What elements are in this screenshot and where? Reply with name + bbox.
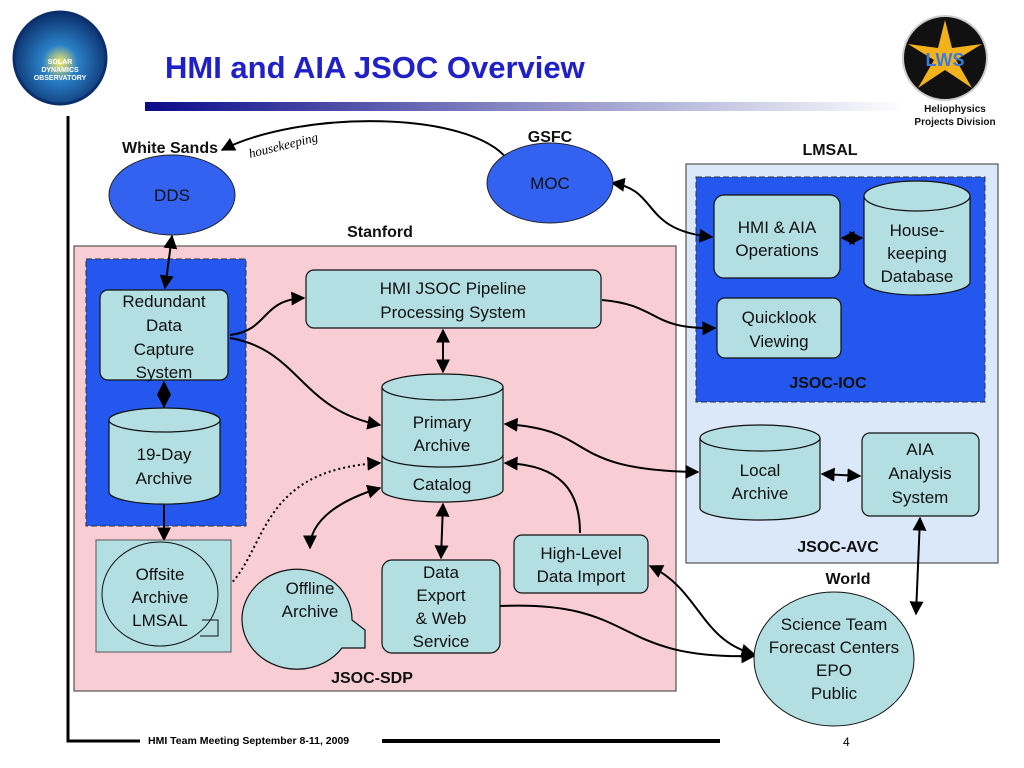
label-jsoc-ioc: JSOC-IOC (789, 375, 867, 392)
node-label: Forecast Centers (769, 638, 899, 657)
edge-catalog-offline (303, 484, 382, 550)
node-label: Data (146, 316, 182, 335)
node-label: keeping (887, 244, 947, 263)
node-label: Offsite (136, 565, 185, 584)
slide-frame-line (66, 116, 140, 743)
node-label: Data (423, 563, 459, 582)
lws-logo: LWS (902, 15, 988, 101)
node-label: DDS (154, 186, 190, 205)
label-world: World (825, 571, 870, 588)
node-label: Analysis (888, 464, 951, 483)
svg-text:OBSERVATORY: OBSERVATORY (34, 75, 87, 82)
node-offsite-archive: Offsite Archive LMSAL (95, 539, 232, 653)
node-label: Offline (286, 579, 335, 598)
edge-moc-ops (610, 177, 714, 243)
label-stanford: Stanford (347, 224, 413, 241)
node-label: Archive (132, 588, 189, 607)
node-label: 19-Day (137, 445, 192, 464)
node-label: Capture (134, 340, 194, 359)
node-label: Processing System (380, 303, 526, 322)
node-label: Archive (732, 484, 789, 503)
node-label: System (892, 488, 949, 507)
node-label: HMI JSOC Pipeline (380, 279, 526, 298)
edge-housekeeping (220, 120, 509, 161)
node-primary-archive: Primary Archive Catalog (381, 373, 504, 503)
node-label: Public (811, 684, 858, 703)
node-label: System (136, 363, 193, 382)
node-label: LMSAL (132, 611, 188, 630)
node-label: Database (881, 267, 954, 286)
node-moc: MOC (486, 142, 614, 224)
edge-primary-local (503, 417, 700, 479)
node-label: Archive (282, 602, 339, 621)
node-redundant-data-capture: Redundant Data Capture System (99, 289, 229, 382)
node-aia-analysis: AIA Analysis System (861, 432, 980, 517)
slide-title: HMI and AIA JSOC Overview (165, 50, 586, 85)
node-housekeeping-database: House- keeping Database (863, 180, 971, 296)
edge-dds-redundant (159, 234, 178, 290)
node-high-level-data-import: High-Level Data Import (513, 534, 649, 594)
edge-pipeline-quicklook (601, 299, 717, 336)
node-label: Data Import (537, 567, 626, 586)
node-catalog: Catalog (413, 475, 472, 494)
node-label: AIA (906, 440, 934, 459)
label-jsoc-sdp: JSOC-SDP (331, 670, 413, 687)
division-line-2: Projects Division (914, 117, 995, 128)
node-label: Viewing (749, 332, 808, 351)
node-label: Operations (735, 241, 818, 260)
sdo-logo: SOLAR DYNAMICS OBSERVATORY (12, 10, 108, 106)
svg-text:SOLAR: SOLAR (48, 59, 73, 66)
node-dds: DDS (108, 154, 236, 236)
node-label: High-Level (540, 544, 621, 563)
division-line-1: Heliophysics (924, 104, 986, 115)
node-label: HMI & AIA (738, 218, 817, 237)
node-label: & Web (416, 609, 467, 628)
node-label: Service (413, 632, 470, 651)
node-label: House- (890, 221, 945, 240)
node-operations: HMI & AIA Operations (713, 194, 841, 279)
title-underline-bar (145, 102, 905, 111)
node-label: Redundant (122, 292, 205, 311)
node-data-export: Data Export & Web Service (381, 559, 501, 654)
node-19-day-archive: 19-Day Archive (108, 407, 221, 505)
edge-import-world (648, 565, 756, 658)
label-gsfc: GSFC (528, 129, 573, 146)
label-jsoc-avc: JSOC-AVC (797, 539, 879, 556)
node-quicklook: Quicklook Viewing (716, 297, 842, 359)
node-label: Primary (413, 413, 472, 432)
node-label: Quicklook (742, 308, 817, 327)
svg-text:DYNAMICS: DYNAMICS (41, 67, 79, 74)
page-number: 4 (843, 735, 850, 749)
node-label: Science Team (781, 615, 887, 634)
node-label: EPO (816, 661, 852, 680)
edge-label-housekeeping: housekeeping (247, 129, 320, 161)
edge-redundant-primary (229, 337, 382, 430)
label-lmsal: LMSAL (802, 142, 857, 159)
node-local-archive: Local Archive (699, 424, 821, 521)
node-offline-archive: Offline Archive (241, 568, 366, 670)
node-label: Archive (136, 469, 193, 488)
label-white-sands: White Sands (122, 140, 218, 157)
node-label: MOC (530, 174, 570, 193)
footer-text: HMI Team Meeting September 8-11, 2009 (148, 735, 349, 747)
node-pipeline: HMI JSOC Pipeline Processing System (305, 269, 602, 329)
edge-local-aia (820, 467, 862, 483)
edge-aia-world (909, 516, 927, 616)
node-label: Export (416, 586, 465, 605)
node-label: Local (740, 461, 781, 480)
node-label: Archive (414, 436, 471, 455)
node-world: Science Team Forecast Centers EPO Public (753, 591, 915, 727)
svg-text:LWS: LWS (926, 50, 965, 70)
edge-catalog-export (434, 502, 450, 560)
edge-redundant-pipeline (229, 291, 306, 336)
